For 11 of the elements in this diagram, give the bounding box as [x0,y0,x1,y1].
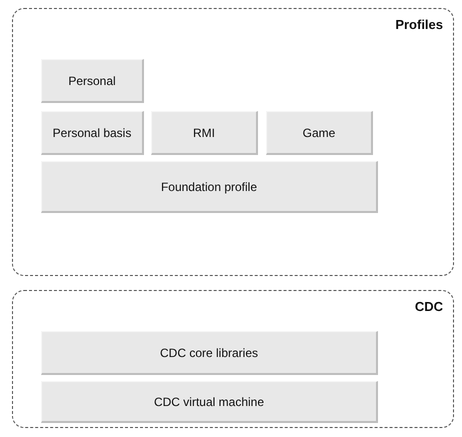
layer-box: Game [266,111,373,155]
layer-box: Personal basis [41,111,144,155]
layer-box: Personal [41,59,144,103]
layer-box: CDC core libraries [41,331,378,375]
group-title: Profiles [395,17,443,32]
dashed-group [12,290,454,428]
layer-box: CDC virtual machine [41,381,378,423]
dashed-group [12,8,454,276]
group-title: CDC [414,299,443,314]
layer-box: RMI [151,111,258,155]
layer-box: Foundation profile [41,161,378,213]
